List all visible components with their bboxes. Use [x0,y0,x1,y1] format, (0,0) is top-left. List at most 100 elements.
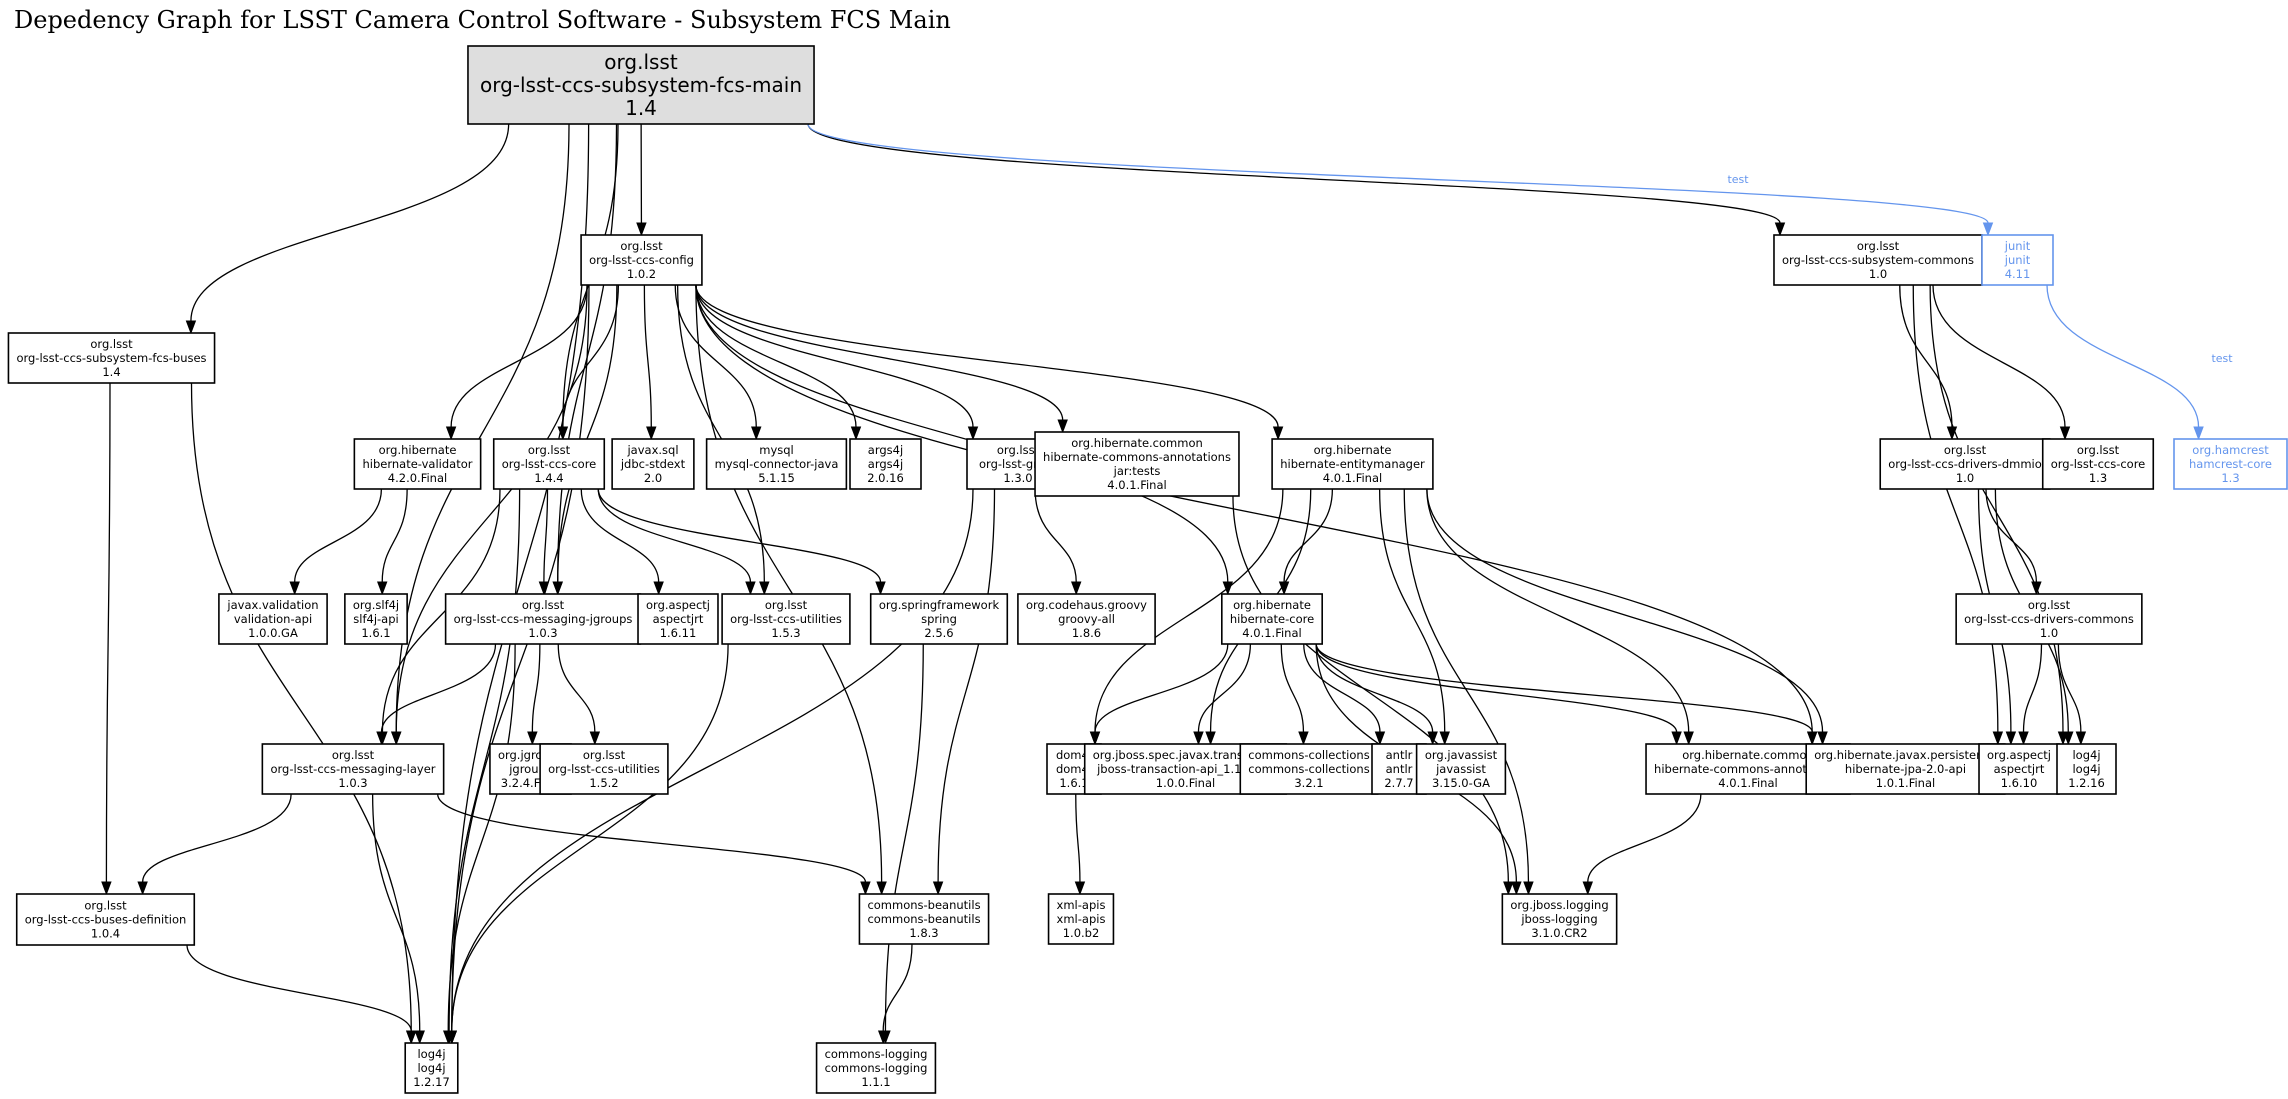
arrowhead-icon [391,731,402,746]
node-version: 1.0.4 [91,927,120,941]
edge-line [807,123,1781,224]
arrowhead-icon [445,426,457,441]
arrowhead-icon [759,581,770,596]
edge-line [190,123,510,322]
edge-line [597,488,882,583]
arrowhead-icon [1205,731,1216,746]
edge-junit-to-hamcrest: test [2046,284,2233,441]
edge-hibval-to-valapi [289,488,383,596]
edge-config-to-hcatests [695,284,1068,434]
arrowhead-icon [289,581,300,596]
node-box [1955,593,2143,645]
edge-line [1034,488,1077,583]
edge-hibcore-to-jta [1193,643,1252,746]
edge-ccscore144-to-spring [597,488,886,596]
node-busesdef[interactable]: org.lsstorg-lsst-ccs-buses-definition1.0… [15,893,196,946]
node-msglayer[interactable]: org.lsstorg-lsst-ccs-messaging-layer1.0.… [261,743,445,795]
node-main[interactable]: org.lsstorg-lsst-ccs-subsystem-fcs-main1… [467,45,815,125]
arrowhead-icon [875,581,886,596]
arrowhead-icon [552,581,563,596]
node-version: 1.8.3 [909,926,938,940]
edge-line [695,284,1813,733]
node-artifact: org-lsst-ccs-utilities [548,762,660,776]
arrowhead-icon [646,426,657,441]
node-version: 1.1.1 [861,1075,890,1089]
arrowhead-icon [1511,881,1522,896]
edge-jgroupsmsg-to-util152 [557,643,601,746]
arrowhead-icon [1272,426,1284,441]
node-commcoll[interactable]: commons-collectionscommons-collections3.… [1239,743,1379,795]
edge-config-to-beanutils [695,284,887,896]
edge-line [1315,643,1434,733]
edge-hibval-to-slf4j [377,488,408,596]
node-box [858,893,990,945]
edge-label: test [1727,173,1749,186]
edge-drvcommons-to-log4j1216 [2057,643,2087,746]
edge-main-to-fcsbuses [185,123,510,335]
node-hibem[interactable]: org.hibernatehibernate-entitymanager4.0.… [1271,438,1434,490]
node-group: org.jboss.spec.javax.transaction [1093,748,1279,762]
node-group: mysql [759,443,794,457]
node-hibval[interactable]: org.hibernatehibernate-validator4.2.0.Fi… [353,438,482,490]
edge-hcatests-to-jbosslog [1232,495,1514,896]
node-group: org.javassist [1425,748,1498,762]
node-fcsbuses[interactable]: org.lsstorg-lsst-ccs-subsystem-fcs-buses… [7,332,216,384]
edge-beanutils-to-commlog [877,943,913,1045]
node-subcommons[interactable]: org.lsstorg-lsst-ccs-subsystem-commons1.… [1773,234,1983,286]
edge-gruth-to-beanutils [932,488,996,896]
node-artifact: dom4j [1056,762,1092,776]
edge-line [451,123,590,1032]
edge-hibcore-to-antlr [1303,643,1386,746]
node-hcatests[interactable]: org.hibernate.commonhibernate-commons-an… [1034,431,1240,497]
node-version: 1.5.2 [589,776,618,790]
node-version: 1.0.1.Final [1876,776,1935,790]
edge-hibcore-to-javassist [1315,643,1438,746]
arrowhead-icon [137,881,148,896]
edge-line [937,488,996,883]
node-group: org.lsst [84,899,127,913]
edge-line [1899,284,1953,428]
edge-line [1197,643,1252,733]
edge-line [1280,643,1305,733]
edge-hibcore-to-dom4j [1089,643,1229,746]
node-box [492,438,606,490]
edge-line [1075,793,1081,883]
node-jpa[interactable]: org.hibernate.javax.persistencehibernate… [1805,743,2006,795]
node-artifact: log4j [2072,762,2100,776]
arrowhead-icon [1089,731,1101,746]
edge-subcommons-to-aspectj1610 [1912,284,2004,746]
edge-subcommons-to-log4j1216 [1929,284,2069,746]
edge-line [450,284,588,428]
node-jgroupsmsg[interactable]: org.lsstorg-lsst-ccs-messaging-jgroups1.… [444,593,642,645]
node-version: 1.4.4 [534,471,563,485]
edge-line [294,488,383,583]
node-artifact: org-lsst-ccs-core [502,457,597,471]
